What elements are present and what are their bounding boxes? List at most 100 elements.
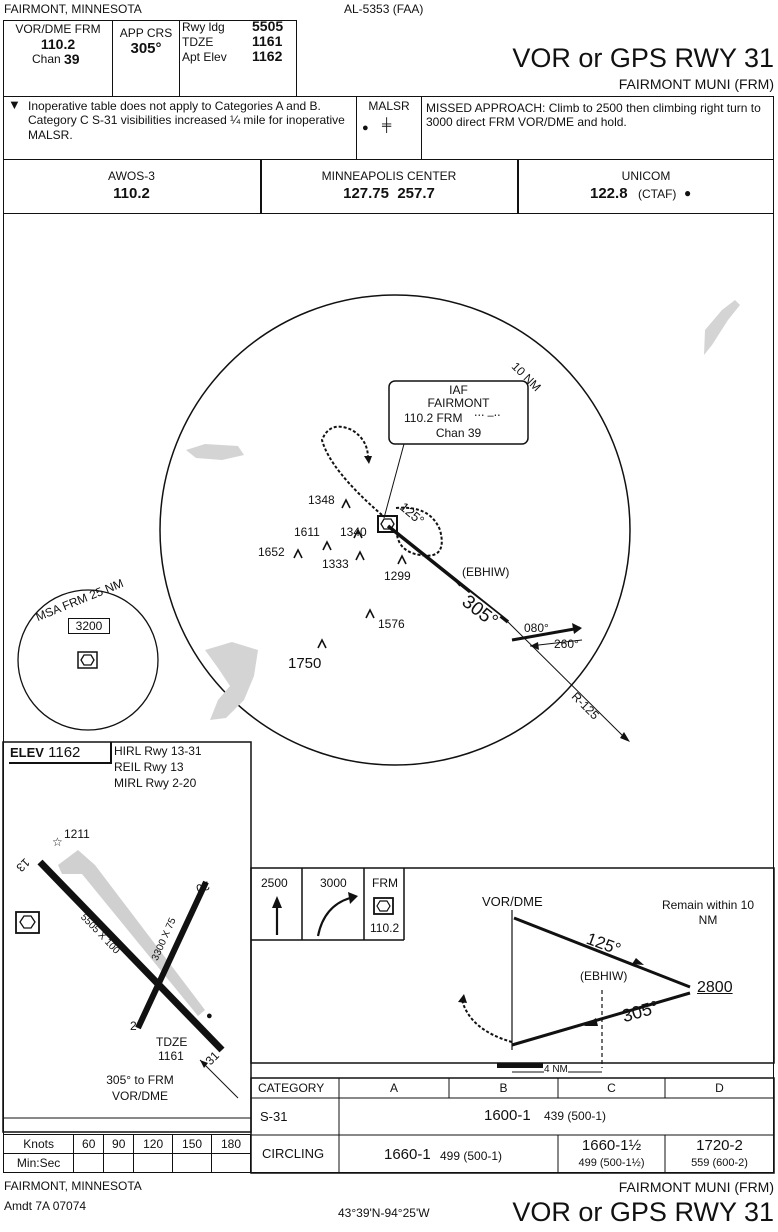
profile-inbound <box>511 991 691 1047</box>
timing-table: Knots 60 90 120 150 180 Min:Sec <box>2 1134 251 1173</box>
vor-icon <box>377 515 398 533</box>
circ-d-hat: 559 (600-2) <box>691 1157 748 1169</box>
chart-title: VOR or GPS RWY 31 <box>512 43 774 73</box>
iaf-callout <box>388 380 529 445</box>
chan-label: Chan <box>32 52 61 66</box>
iaf-freq: 110.2 FRM <box>404 411 463 425</box>
s31-label: S-31 <box>260 1109 288 1124</box>
minimums-frame <box>250 1077 775 1174</box>
s31-hat: 439 (500-1) <box>544 1109 607 1123</box>
knots-label: Knots <box>2 1134 75 1154</box>
profile-fix: (EBHIW) <box>580 969 628 983</box>
s31-value: 1600-1 <box>484 1107 531 1124</box>
tdze-value: 1161 <box>252 33 283 49</box>
elev-divider <box>110 742 112 764</box>
lake <box>186 444 244 460</box>
lights-reil: REIL Rwy 13 <box>114 760 184 774</box>
profile-remain: Remain within 10 NM <box>661 898 755 927</box>
missed-approach: MISSED APPROACH: Climb to 2500 then clim… <box>426 101 761 130</box>
header-location: FAIRMONT, MINNESOTA <box>4 2 142 16</box>
tdze-label: TDZE <box>182 35 214 49</box>
comm-unicom-suffix: (CTAF) <box>638 187 677 201</box>
time-cell <box>103 1153 135 1173</box>
circ-c-hat: 499 (500-1½) <box>578 1157 645 1169</box>
course-note: 305° to FRM VOR/DME <box>106 1073 174 1103</box>
iaf-label: IAF <box>449 383 468 397</box>
footer-coords: 43°39'N-94°25'W <box>338 1206 430 1220</box>
obstacle-1576: 1576 <box>378 617 405 631</box>
obstacle-1340: 1340 <box>340 525 367 539</box>
nav-label: VOR/DME FRM <box>15 22 101 36</box>
iaf-chan: Chan 39 <box>435 426 482 440</box>
malsr-diag-icon: ● <box>206 1010 213 1022</box>
msa-vor-icon <box>77 651 98 669</box>
fix-label: (EBHIW) <box>462 565 510 579</box>
lighting-icon: ╪ <box>382 117 392 132</box>
comm-awos-freq: 110.2 <box>113 185 150 202</box>
footer-location: FAIRMONT, MINNESOTA <box>4 1179 142 1193</box>
minsec-label: Min:Sec <box>2 1153 75 1173</box>
time-cell <box>133 1153 174 1173</box>
iaf-name: FAIRMONT <box>427 396 490 410</box>
circ-ab-hat: 499 (500-1) <box>440 1149 503 1163</box>
apt-elev-label: Apt Elev <box>182 50 227 64</box>
ctaf-icon: ● <box>684 186 692 200</box>
app-crs-value: 305° <box>130 40 162 57</box>
apt-elev-value: 1162 <box>252 48 283 64</box>
profile-outbound <box>513 916 691 989</box>
nav-freq: 110.2 <box>40 36 76 52</box>
min-header-a: A <box>389 1081 398 1095</box>
speed-cell: 90 <box>103 1134 135 1154</box>
malsr-label: MALSR <box>368 99 410 113</box>
notes-triangle-icon: ▼ <box>8 97 21 112</box>
rwy-ldg-value: 5505 <box>252 18 284 34</box>
obstacle-1750: 1750 <box>288 655 322 672</box>
airport-name: FAIRMONT MUNI (FRM) <box>618 76 774 92</box>
lights-mirl: MIRL Rwy 2-20 <box>114 776 197 790</box>
chart-id: AL-5353 (FAA) <box>344 2 424 16</box>
crs-in-label: 260° <box>554 637 579 651</box>
comm-awos-name: AWOS-3 <box>108 169 155 183</box>
profile-icon1-label: 2500 <box>261 876 288 890</box>
comm-unicom-name: UNICOM <box>621 169 671 183</box>
profile-icon3-freq: 110.2 <box>370 921 400 935</box>
comms-divider <box>260 159 262 214</box>
obstacle-1652: 1652 <box>258 545 285 559</box>
diagram-obstacle: 1211 <box>64 827 90 841</box>
speed-cell: 150 <box>172 1134 213 1154</box>
taxiway <box>58 850 205 1016</box>
profile-alt: 2800 <box>697 979 733 996</box>
min-header-d: D <box>715 1081 724 1095</box>
rwy-ldg-label: Rwy ldg <box>182 20 225 34</box>
elev-underline <box>9 762 111 764</box>
comm-center-freq: 127.75 257.7 <box>343 185 435 202</box>
circling-label: CIRCLING <box>262 1146 325 1161</box>
tdze-diag-value: 1161 <box>158 1049 184 1063</box>
min-header-c: C <box>607 1081 616 1095</box>
min-header-b: B <box>499 1081 508 1095</box>
runway-2-20 <box>135 880 209 1030</box>
turn-arrow-icon <box>316 896 351 937</box>
procedure-turn <box>320 425 383 516</box>
chan-value: 39 <box>64 51 80 67</box>
holding-pattern <box>395 506 443 557</box>
elev-label: ELEV 1162 <box>10 744 81 761</box>
profile-icon2-label: 3000 <box>320 876 347 890</box>
footer-title: VOR or GPS RWY 31 <box>512 1197 774 1227</box>
obstacle-1299: 1299 <box>384 569 411 583</box>
footer-amdt: Amdt 7A 07074 <box>4 1199 87 1213</box>
profile-vor-icon <box>373 897 394 915</box>
circ-d-value: 1720-2 <box>696 1137 743 1154</box>
obstacle-1348: 1348 <box>308 493 335 507</box>
app-crs-label: APP CRS <box>119 26 173 40</box>
obstacle-icons <box>293 498 407 649</box>
airport-vor-icon <box>15 911 40 934</box>
time-cell <box>172 1153 213 1173</box>
comm-unicom-freq: 122.8 <box>590 185 628 202</box>
profile-dist: 4 NM <box>544 1064 568 1075</box>
course-080-arrow <box>511 626 581 642</box>
min-header-category: CATEGORY <box>258 1081 325 1095</box>
rwy-2-label: 2 <box>130 1019 137 1033</box>
comms-divider <box>517 159 519 214</box>
